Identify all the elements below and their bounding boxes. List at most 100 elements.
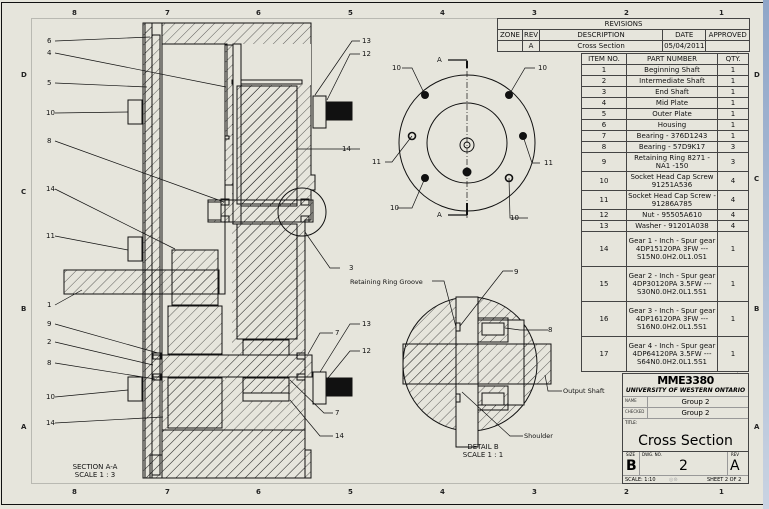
bolt-10-upper — [127, 99, 143, 125]
zone-top-1: 1 — [719, 9, 724, 17]
callout-1: 1 — [47, 301, 52, 309]
bom-item: 5 — [581, 108, 627, 120]
zone-top-8: 8 — [72, 9, 77, 17]
section-marker-a-top: A — [437, 56, 442, 64]
bom-item: 15 — [581, 266, 627, 302]
callout-11: 11 — [46, 232, 55, 240]
bom-part: End Shaft — [626, 86, 718, 98]
bom-header-item: ITEM NO. — [581, 53, 627, 65]
zone-left-a: A — [21, 423, 27, 431]
callout-5: 5 — [47, 79, 52, 87]
dwg-no-key: DWG. NO. — [642, 452, 662, 457]
zone-bottom-5: 5 — [348, 488, 353, 496]
detail-caption-scale: SCALE 1 : 1 — [462, 451, 504, 459]
zone-right-d: D — [754, 71, 760, 79]
callout-9: 9 — [47, 320, 52, 328]
drawn-by-key: NAME — [625, 398, 637, 403]
gear-3-lower — [167, 377, 223, 429]
bom-item: 14 — [581, 231, 627, 267]
bom-qty: 1 — [717, 64, 749, 76]
checked-by-row: CHECKED Group 2 — [623, 407, 748, 418]
zone-bottom-4: 4 — [440, 488, 445, 496]
bom-item: 12 — [581, 209, 627, 221]
retaining-ring-groove-label: Retaining Ring Groove — [350, 278, 423, 286]
revisions-table: REVISIONS ZONE REV DESCRIPTION DATE APPR… — [497, 18, 750, 52]
gear-2-lower — [236, 223, 298, 340]
revision-letter: A — [730, 458, 740, 474]
bom-qty: 1 — [717, 336, 749, 372]
zone-bottom-8: 8 — [72, 488, 77, 496]
zone-top-5: 5 — [348, 9, 353, 17]
bom-qty: 1 — [717, 119, 749, 131]
bom-part: Gear 2 - Inch - Spur gear 4DP30120PA 3.5… — [626, 266, 718, 302]
zone-right-c: C — [754, 175, 760, 183]
bom-item: 10 — [581, 171, 627, 191]
end-shaft — [151, 354, 313, 378]
thread-lower — [325, 377, 353, 397]
callout-10-upper: 10 — [46, 109, 55, 117]
rev-header-date: DATE — [662, 29, 707, 41]
rev-header-description: DESCRIPTION — [539, 29, 664, 41]
section-caption: SECTION A-A SCALE 1 : 3 — [60, 463, 130, 479]
bolt-10-lower — [127, 376, 143, 402]
scale-sheet-row: SCALE: 1:10 ◎⊜ SHEET 2 OF 2 — [623, 475, 748, 485]
projection-symbol-icon: ◎⊜ — [669, 477, 678, 483]
callout-14-upper: 14 — [46, 185, 55, 193]
bom-qty: 4 — [717, 220, 749, 232]
bom-qty: 4 — [717, 171, 749, 191]
section-caption-scale: SCALE 1 : 3 — [74, 471, 116, 479]
bom-part: Bearing - 57D9K17 — [626, 141, 718, 153]
bom-part: Nut - 95505A610 — [626, 209, 718, 221]
front-callout-10-bl: 10 — [390, 204, 399, 212]
bom-item: 13 — [581, 220, 627, 232]
leader-lines — [54, 36, 360, 437]
bom-part: Gear 3 - Inch - Spur gear 4DP16120PA 3FW… — [626, 301, 718, 337]
callout-10-lower: 10 — [46, 393, 55, 401]
rev-description: Cross Section — [539, 40, 664, 52]
rev-header-approved: APPROVED — [705, 29, 750, 41]
detail-caption-title: DETAIL B — [467, 443, 499, 451]
bom-item: 6 — [581, 119, 627, 131]
bom-item: 3 — [581, 86, 627, 98]
zone-right-a: A — [754, 423, 760, 431]
bom-item: 2 — [581, 75, 627, 87]
detail-b-view — [402, 270, 562, 448]
rev-header-zone: ZONE — [497, 29, 523, 41]
bom-header-part: PART NUMBER — [626, 53, 718, 65]
title-row: TITLE: Cross Section — [623, 418, 748, 452]
window-edge — [763, 0, 769, 509]
revision-row: A Cross Section 05/04/2011 — [497, 40, 750, 52]
zone-bottom-6: 6 — [256, 488, 261, 496]
title-key: TITLE: — [625, 420, 638, 425]
drawn-by-row: NAME Group 2 — [623, 396, 748, 407]
nut-upper — [312, 95, 327, 129]
rev-date: 05/04/2011 — [662, 40, 707, 52]
callout-12-lower: 12 — [362, 347, 371, 355]
zone-top-2: 2 — [624, 9, 629, 17]
bom-item: 16 — [581, 301, 627, 337]
zone-top-6: 6 — [256, 9, 261, 17]
section-view-a-a — [63, 22, 353, 479]
bom-qty: 1 — [717, 108, 749, 120]
gear-4-upper — [242, 339, 290, 356]
bom-qty: 1 — [717, 97, 749, 109]
bom-header-qty: QTY. — [717, 53, 749, 65]
revisions-title: REVISIONS — [497, 18, 750, 30]
bom-part: Gear 4 - Inch - Spur gear 4DP64120PA 3.5… — [626, 336, 718, 372]
zone-left-b: B — [21, 305, 27, 313]
detail-b-circle — [277, 187, 327, 237]
callout-13-lower: 13 — [362, 320, 371, 328]
front-callout-10-br: 10 — [510, 214, 519, 222]
course-code: MME3380 — [657, 374, 714, 387]
